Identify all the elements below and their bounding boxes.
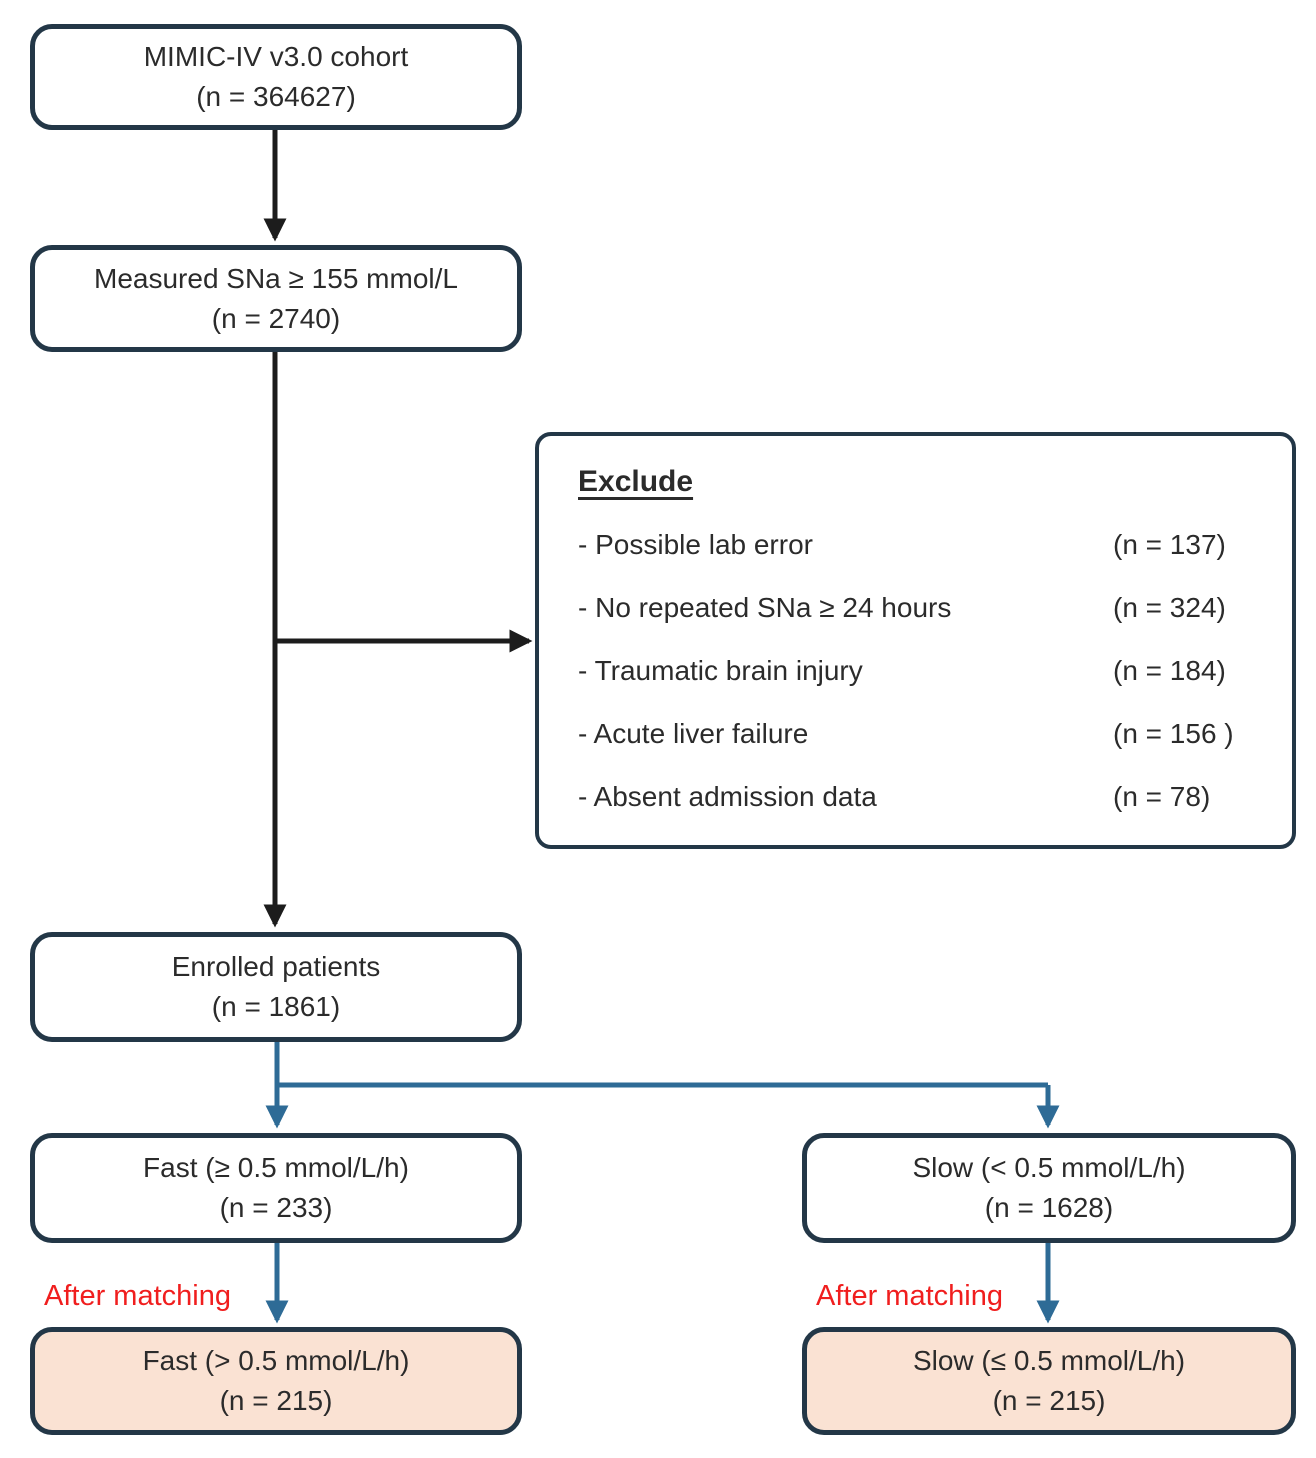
exclude-item-count: (n = 324) [1113,592,1226,623]
fast-group-count: (n = 233) [219,1192,333,1223]
exclude-item-count: (n = 184) [1113,655,1226,686]
exclude-item: - No repeated SNa ≥ 24 hours (n = 324) [578,591,1245,625]
exclude-item-count: (n = 78) [1113,781,1211,812]
box-fast-matched: Fast (> 0.5 mmol/L/h) (n = 215) [30,1327,522,1435]
slow-group-line1: Slow (< 0.5 mmol/L/h) [912,1152,1186,1183]
box-slow-group: Slow (< 0.5 mmol/L/h) (n = 1628) [802,1133,1296,1243]
box-enrolled-patients: Enrolled patients (n = 1861) [30,932,522,1042]
exclude-title: Exclude [578,465,694,498]
exclude-item-count: (n = 137) [1113,529,1226,560]
measured-sna-line1: Measured SNa ≥ 155 mmol/L [94,262,458,294]
exclude-item: - Absent admission data (n = 78) [578,780,1245,814]
measured-sna-count: (n = 2740) [211,302,341,334]
mimic-cohort-line1: MIMIC-IV v3.0 cohort [143,41,409,72]
box-fast-group: Fast (≥ 0.5 mmol/L/h) (n = 233) [30,1133,522,1243]
fast-matched-line1: Fast (> 0.5 mmol/L/h) [142,1345,410,1376]
slow-matched-line1: Slow (≤ 0.5 mmol/L/h) [912,1345,1186,1376]
after-matching-label-right: After matching [816,1280,1003,1312]
exclude-item-label: - Absent admission data [578,781,877,812]
exclude-item: - Traumatic brain injury (n = 184) [578,654,1245,688]
enrolled-patients-line1: Enrolled patients [171,951,381,982]
exclude-item-label: - Acute liver failure [578,718,809,749]
exclude-item-label: - Traumatic brain injury [578,655,863,686]
exclude-item-label: - No repeated SNa ≥ 24 hours [578,592,952,623]
slow-group-count: (n = 1628) [984,1192,1114,1223]
enrolled-patients-count: (n = 1861) [211,991,341,1022]
exclude-item: - Acute liver failure (n = 156 ) [578,717,1245,751]
after-matching-label-left: After matching [44,1280,231,1312]
box-measured-sna: Measured SNa ≥ 155 mmol/L (n = 2740) [30,245,522,352]
slow-matched-count: (n = 215) [992,1385,1106,1416]
exclude-item-count: (n = 156 ) [1113,718,1234,749]
box-mimic-cohort: MIMIC-IV v3.0 cohort (n = 364627) [30,24,522,130]
exclude-panel: Exclude - Possible lab error (n = 137) -… [535,432,1296,849]
fast-group-line1: Fast (≥ 0.5 mmol/L/h) [143,1152,409,1183]
connector-enrolled-split [274,1042,1048,1088]
fast-matched-count: (n = 215) [219,1385,333,1416]
exclude-item: - Possible lab error (n = 137) [578,528,1245,562]
mimic-cohort-count: (n = 364627) [196,81,356,112]
box-slow-matched: Slow (≤ 0.5 mmol/L/h) (n = 215) [802,1327,1296,1435]
exclude-item-label: - Possible lab error [578,529,813,560]
